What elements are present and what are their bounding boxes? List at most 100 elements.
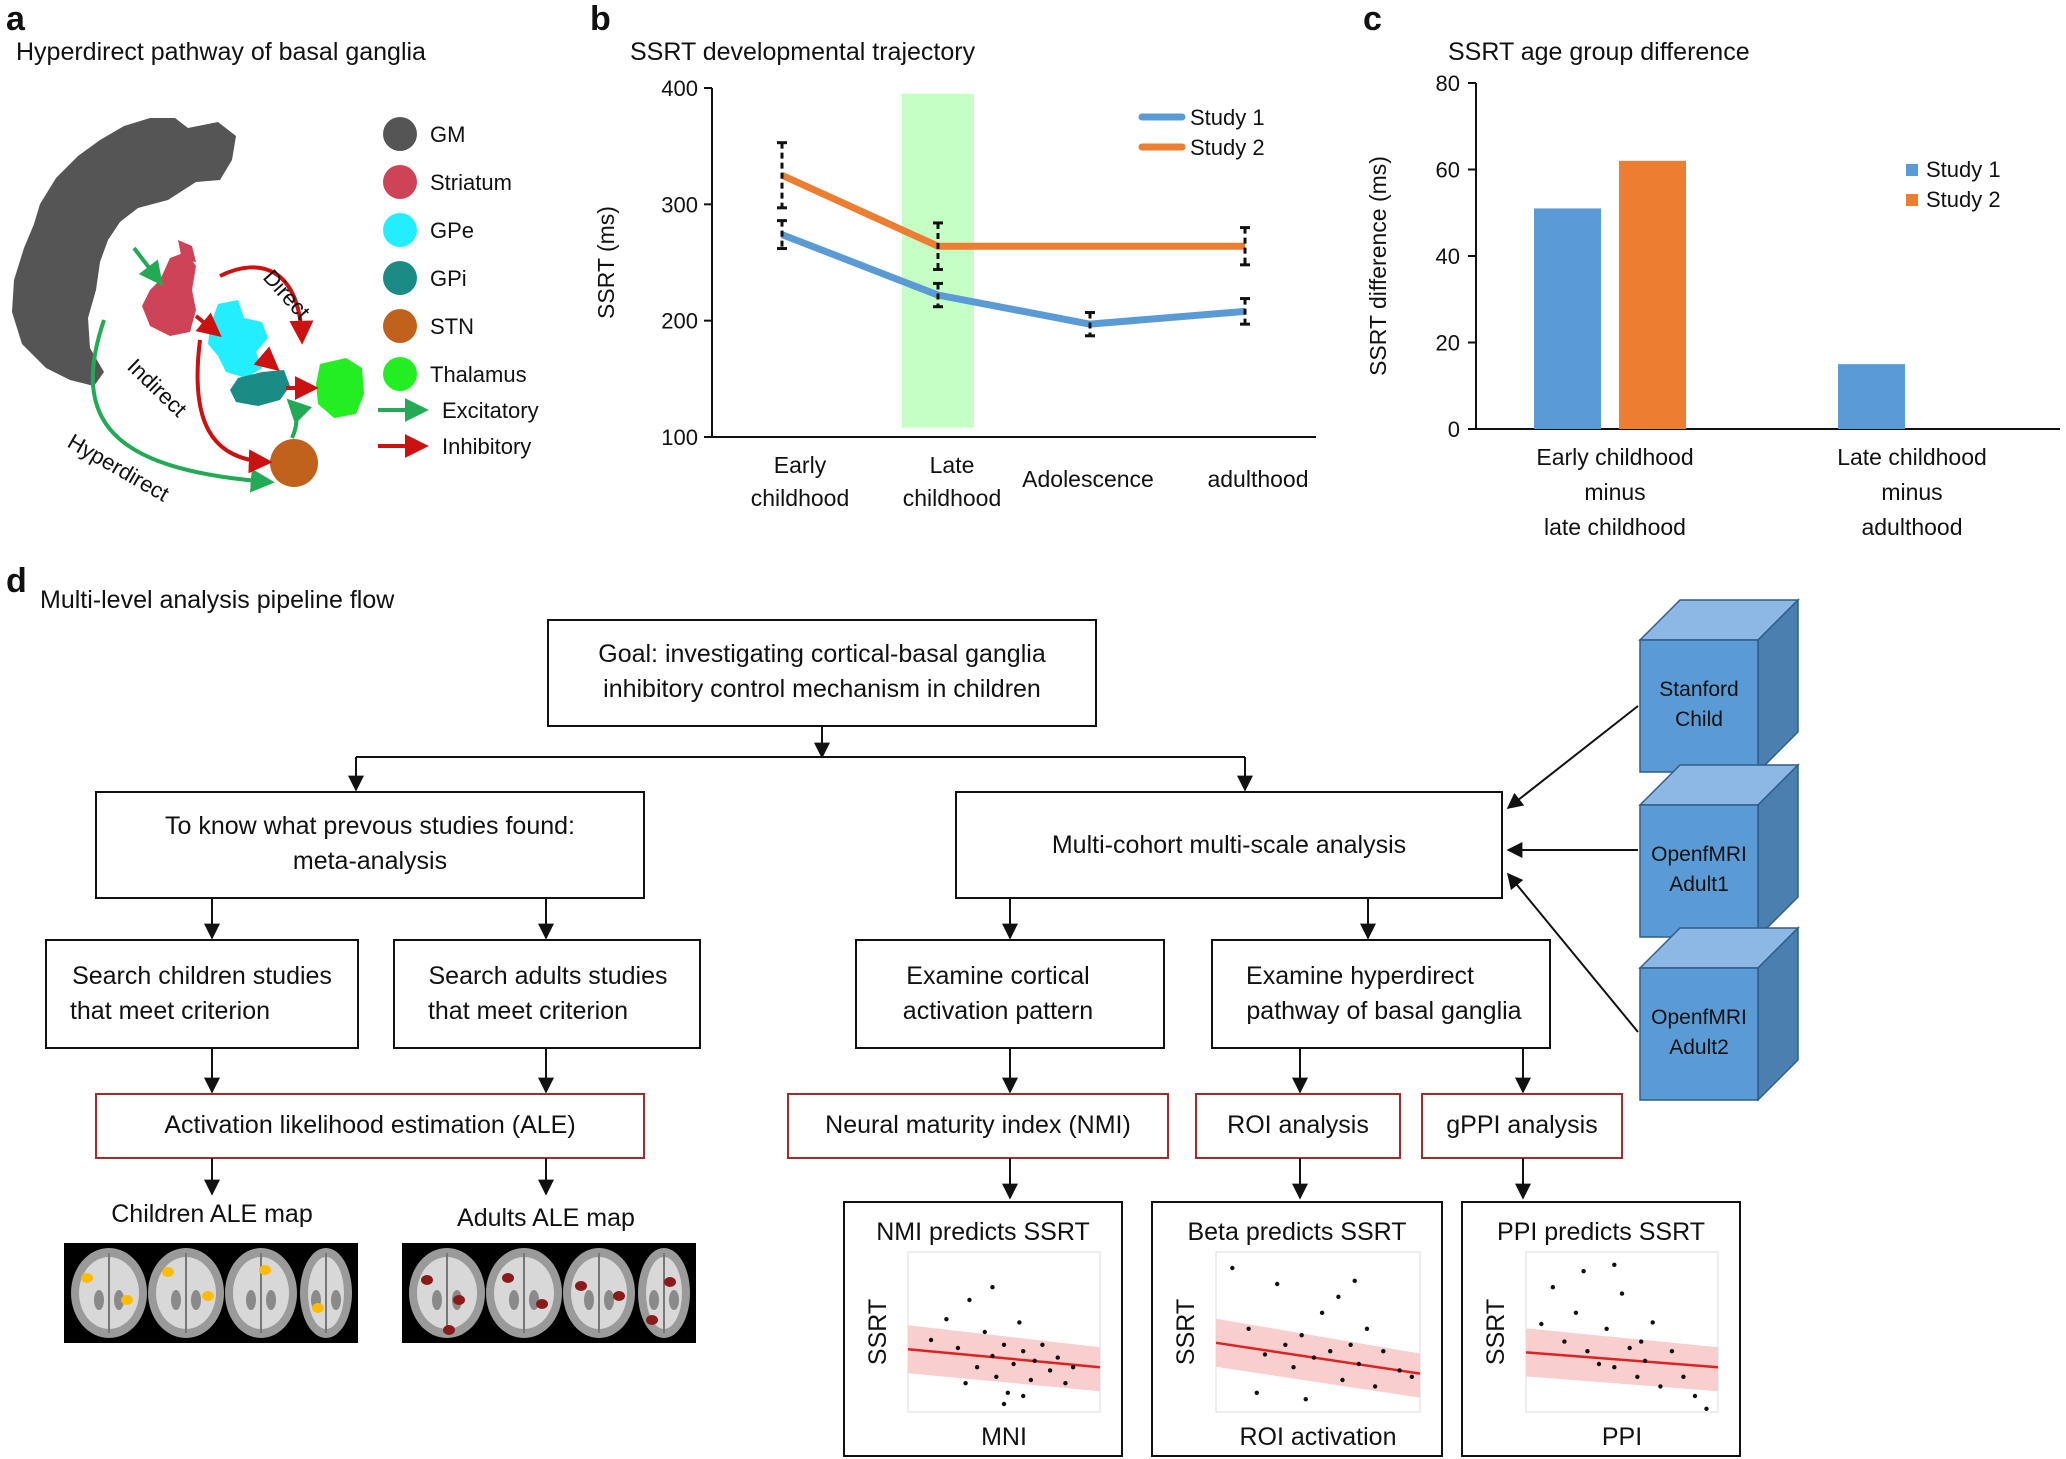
indirect-label: Indirect: [123, 354, 192, 422]
bar: [1619, 160, 1686, 429]
scatter-point: [1562, 1339, 1567, 1344]
examine-cortical-box: [855, 939, 1165, 1049]
cohort-label: OpenfMRI: [1651, 843, 1747, 866]
scatter-point: [1612, 1262, 1617, 1268]
scatter-point: [1604, 1326, 1609, 1332]
activation-spot: [202, 1291, 214, 1301]
scatter-point: [1372, 1384, 1378, 1389]
activation-spot: [259, 1265, 271, 1275]
scatter-point: [1299, 1333, 1304, 1338]
activation-spot: [536, 1299, 548, 1309]
meta-line-2: meta-analysis: [293, 847, 447, 875]
scatter-point: [1681, 1374, 1686, 1380]
cohort-label: Adult2: [1669, 1036, 1729, 1059]
cohort-label: Adult1: [1669, 873, 1729, 896]
activation-spot: [664, 1277, 676, 1287]
panel-d-title: Multi-level analysis pipeline flow: [40, 586, 395, 614]
scatter-point: [1070, 1365, 1076, 1370]
scatter-point: [1021, 1393, 1026, 1399]
x-tick-label: Early: [774, 452, 827, 478]
x-tick-label: childhood: [903, 485, 1001, 511]
scatter-point: [1356, 1361, 1362, 1367]
legend-label: Thalamus: [430, 362, 527, 387]
activation-spot: [613, 1291, 625, 1301]
striatum-region: [142, 252, 196, 336]
examine-cortical-line-2: activation pattern: [903, 997, 1093, 1025]
scatter-point: [1291, 1365, 1296, 1370]
examine-hyperdirect-line-2: pathway of basal ganglia: [1246, 997, 1521, 1025]
highlight-band: [902, 93, 974, 428]
x-tick-label: adulthood: [1207, 466, 1308, 492]
cohort-label: OpenfMRI: [1651, 1006, 1747, 1029]
legend-label: GPi: [430, 266, 467, 291]
error-bar: [1240, 297, 1250, 326]
activation-spot: [121, 1295, 133, 1305]
scatter-point: [1001, 1401, 1007, 1407]
stn-region: [270, 439, 318, 487]
x-tick-label: minus: [1584, 479, 1645, 505]
ale-maps: [64, 1243, 696, 1343]
error-bar: [1240, 226, 1250, 267]
legend-label: Striatum: [430, 170, 512, 195]
scatter-point: [1397, 1368, 1402, 1373]
panel-b-letter: b: [590, 0, 611, 38]
scatter-title: Beta predicts SSRT: [1187, 1218, 1406, 1246]
x-tick-label: late childhood: [1544, 514, 1686, 540]
scatter-point: [1573, 1310, 1579, 1316]
scatter-point: [944, 1317, 949, 1322]
legend-label: Study 1: [1190, 105, 1265, 130]
search-adults-box: [393, 939, 701, 1049]
gppi-label: gPPI analysis: [1446, 1111, 1597, 1139]
regression-line: [1215, 1341, 1421, 1375]
scatter-point: [1283, 1342, 1288, 1348]
y-tick-label: 400: [661, 76, 698, 101]
search-adults-line-1: Search adults studies: [428, 962, 667, 990]
scatter-point: [1550, 1285, 1556, 1290]
panel-b: b SSRT developmental trajectory 10020030…: [590, 0, 1316, 511]
regression-line: [1525, 1351, 1719, 1369]
adults-ale-map: [402, 1243, 696, 1343]
legend-label: Study 2: [1190, 135, 1265, 160]
gpi-region: [230, 370, 290, 406]
y-tick-label: 300: [661, 192, 698, 217]
children-ale-map: [64, 1243, 358, 1343]
x-tick-label: Late childhood: [1837, 444, 1987, 470]
examine-hyperdirect-line-1: Examine hyperdirect: [1246, 962, 1474, 990]
scatter-point: [1612, 1365, 1617, 1370]
scatter-point: [1028, 1377, 1034, 1383]
thalamus-dot-icon: [383, 357, 417, 391]
scatter-point: [1005, 1390, 1011, 1396]
series-line: [780, 172, 1245, 250]
cohort-cube: OpenfMRI Adult1: [1638, 763, 1800, 939]
cohort-cube: OpenfMRI Adult2: [1638, 926, 1800, 1102]
activation-spot: [646, 1315, 658, 1325]
panel-b-title: SSRT developmental trajectory: [630, 38, 976, 66]
error-bar: [777, 219, 787, 251]
scatter-point: [1340, 1377, 1345, 1383]
scatter-point: [1635, 1374, 1640, 1380]
x-tick-label: adulthood: [1861, 514, 1962, 540]
scatter-point: [1040, 1342, 1045, 1348]
scatter-point: [1017, 1320, 1022, 1325]
scatter-point: [1381, 1349, 1386, 1354]
multi-cohort-box: [955, 791, 1503, 899]
scatter-point: [1704, 1406, 1709, 1412]
scatter-point: [1596, 1361, 1602, 1367]
scatter-point: [928, 1337, 934, 1343]
scatter-point: [1328, 1349, 1333, 1354]
scatter-point: [990, 1353, 995, 1359]
scatter-point: [1650, 1320, 1655, 1325]
search-children-line-2: that meet criterion: [70, 997, 270, 1025]
scatter-point: [1319, 1310, 1325, 1316]
scatter-x-label: PPI: [1602, 1423, 1642, 1451]
gppi-box: [1421, 1093, 1623, 1159]
search-adults-line-2: that meet criterion: [428, 997, 628, 1025]
y-tick-label: 200: [661, 309, 698, 334]
scatter-point: [1047, 1368, 1053, 1373]
multi-cohort-label: Multi-cohort multi-scale analysis: [1052, 831, 1406, 859]
activation-spot: [453, 1295, 465, 1305]
y-tick-label: 80: [1436, 71, 1460, 96]
